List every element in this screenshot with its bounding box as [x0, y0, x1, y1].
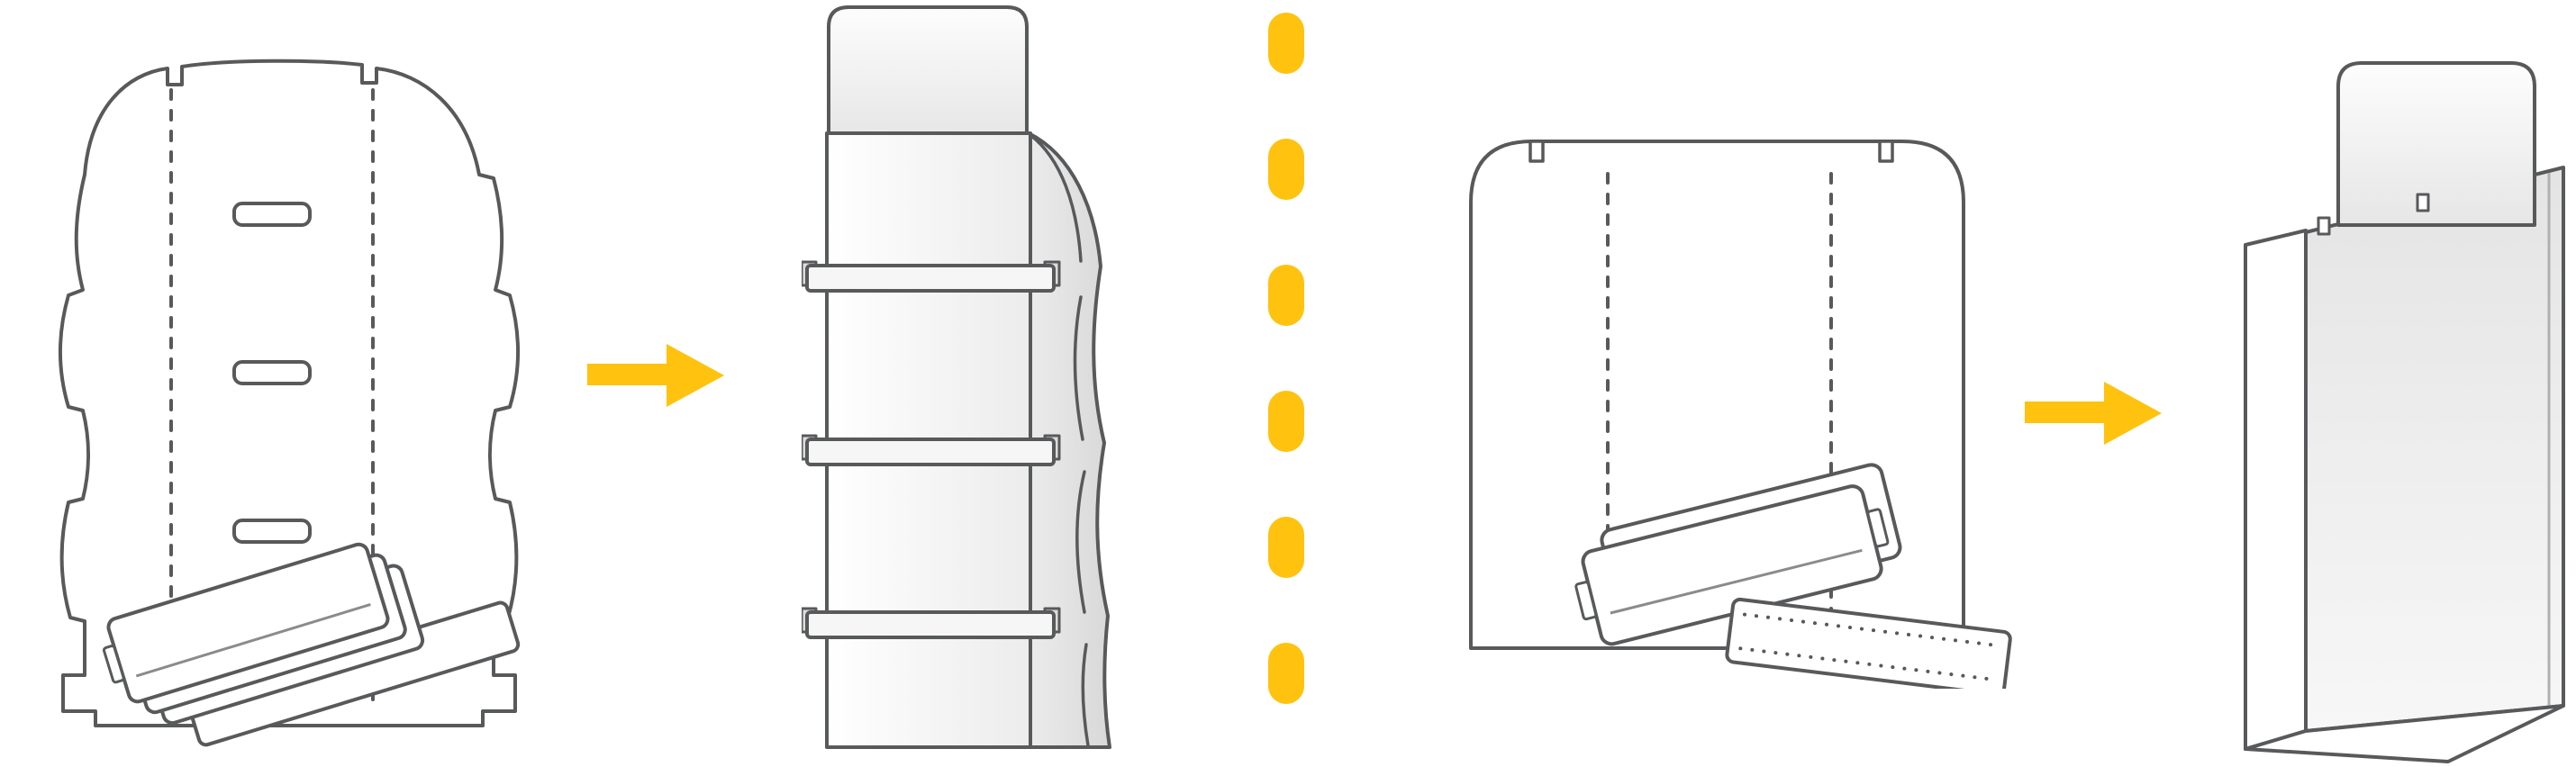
flat-bin-blank-illustration [1464, 131, 2040, 689]
bin-bottom-edge [2244, 704, 2565, 763]
bin-interior [2304, 166, 2565, 733]
top-slit [1878, 140, 1894, 163]
header-card [2336, 61, 2536, 227]
perforated-strip [1725, 597, 2012, 689]
top-slit [1528, 140, 1545, 163]
die-cut-blank [59, 59, 520, 727]
arrow-right-icon [587, 342, 724, 409]
bin-front-face [2244, 229, 2308, 751]
shelf [802, 434, 1061, 466]
flat-display-blank-illustration [0, 45, 585, 747]
dashed-divider [1263, 0, 1310, 767]
locking-tab [2416, 193, 2430, 212]
shelves [802, 260, 1061, 639]
shelf-slots [232, 202, 312, 544]
flat-tray-stack [102, 542, 521, 747]
arrow-right-icon [2025, 380, 2162, 447]
shelf [802, 260, 1061, 293]
locking-tab [2317, 216, 2331, 236]
header-panel [827, 5, 1029, 135]
assembled-shelf-display-illustration [802, 0, 1117, 761]
shelf [802, 607, 1061, 639]
assembled-dump-bin-illustration [2232, 54, 2574, 765]
front-curve-lines [1029, 133, 1090, 747]
